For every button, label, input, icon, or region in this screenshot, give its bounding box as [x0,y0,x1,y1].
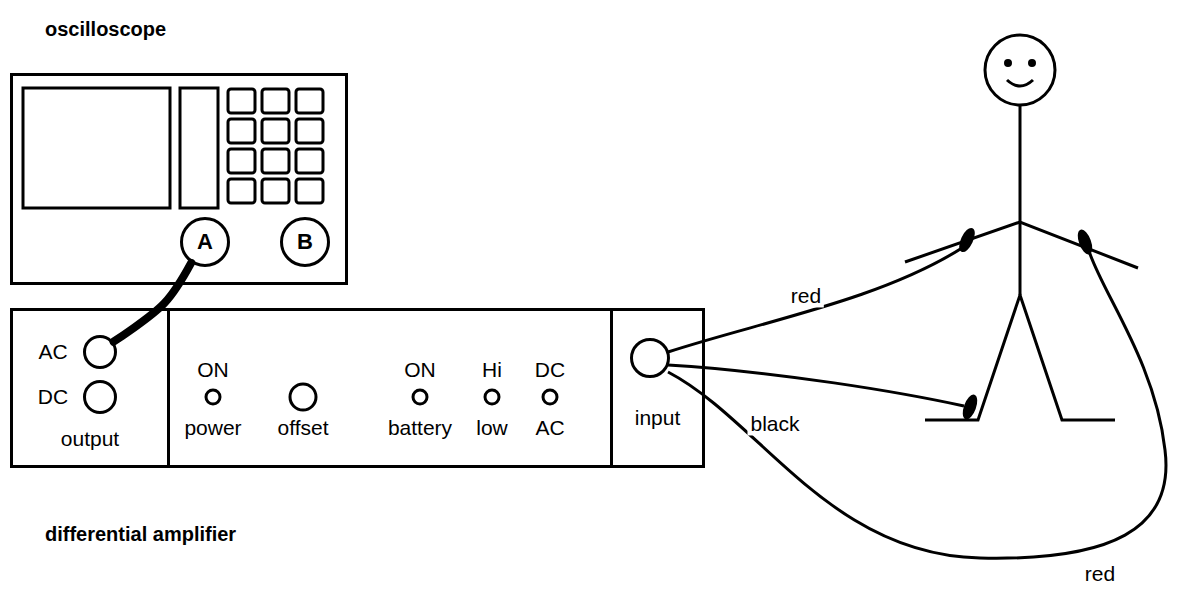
node-text: B [297,229,313,255]
wire-label: red [788,284,824,307]
wire-label: black [747,412,802,435]
electrode [961,394,979,420]
eye [1005,60,1011,66]
electrode [957,227,976,253]
power-switch [206,390,220,404]
black-wire [668,365,964,406]
battery-switch [413,390,427,404]
stick-figure [905,35,1138,420]
channel-input: A [180,217,230,267]
offset-knob [290,384,316,410]
channel-input: B [280,217,330,267]
knob-label: offset [275,416,332,439]
switch-label: ON [401,358,439,381]
input-panel: input [610,311,702,465]
switch-label: power [181,416,244,439]
scope-slot [180,88,218,208]
node-text: A [197,229,213,255]
switch-label: battery [385,416,455,439]
switch-label: Hi [479,358,505,381]
wire-label: red [1082,562,1118,585]
node-text: input [613,406,702,430]
coupling-switch [543,390,557,404]
scope-cable [114,263,192,342]
node-text: DC [38,385,68,409]
node-text: differential amplifier [45,523,734,546]
oscilloscope-box: oscilloscopeAB [10,73,348,285]
gain-switch [485,390,499,404]
amplifier-box: differential amplifieroutputACDCinput [10,308,705,468]
output-jack: DC [83,380,117,414]
node-text: output [13,427,167,451]
switch-label: low [473,416,511,439]
input-jack [630,338,670,378]
output-jack: AC [83,335,117,369]
output-panel: output AC DC [13,311,170,465]
scope-screen [23,88,170,208]
node-text: oscilloscope [45,18,377,41]
red-wire [668,248,1166,558]
node-text: AC [38,340,67,364]
electrode [1076,229,1094,255]
eye [1029,60,1035,66]
scope-buttons [228,89,323,203]
switch-label: ON [194,358,232,381]
red-wire [668,248,962,352]
switch-label: DC [532,358,568,381]
switch-label: AC [532,416,567,439]
